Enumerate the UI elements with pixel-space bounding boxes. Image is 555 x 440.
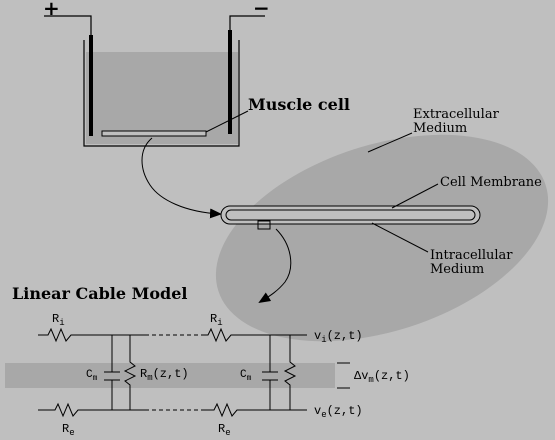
bath-fluid	[86, 52, 238, 144]
model-title: Linear Cable Model	[12, 284, 187, 303]
muscle-cell-leader	[205, 110, 249, 133]
cm-label-left: Cm	[86, 369, 98, 383]
cathode-electrode	[228, 30, 232, 134]
extracellular-label-line1: Extracellular	[413, 107, 500, 122]
re-label-left: Re	[62, 422, 75, 438]
capacitor-branch-1	[104, 335, 120, 410]
membrane-patch-box	[257, 220, 271, 230]
negative-terminal-sign: −	[253, 0, 270, 20]
cell-membrane-label: Cell Membrane	[440, 175, 542, 190]
zoom-arrow-to-model	[258, 228, 292, 304]
membrane-band	[5, 363, 335, 388]
cable-circuit	[38, 327, 350, 418]
anode-electrode	[89, 35, 93, 136]
muscle-cell-in-bath	[101, 130, 207, 137]
intracellular-leader	[371, 222, 429, 253]
membrane-resistor-2	[283, 335, 297, 410]
delta-vm-label: Δvm(z,t)	[354, 369, 410, 385]
anode-wire	[44, 15, 92, 35]
ve-label: ve(z,t)	[314, 404, 363, 420]
intracellular-label-line2: Medium	[430, 262, 484, 277]
cathode-wire	[229, 15, 265, 30]
ri-label-left: Ri	[52, 312, 65, 328]
delta-v-bracket	[337, 362, 350, 389]
beaker-outline	[83, 40, 240, 147]
extracellular-rail-left	[38, 402, 145, 418]
bath-beaker	[44, 15, 265, 147]
membrane-resistor-1	[123, 335, 137, 410]
re-label-right: Re	[218, 422, 231, 438]
extracellular-rail-right	[205, 402, 307, 418]
cell-membrane-leader	[391, 183, 439, 209]
cell-membrane-inner	[225, 209, 476, 221]
zoom-arrow-to-cell	[141, 137, 222, 219]
positive-terminal-sign: +	[43, 0, 60, 20]
intracellular-rail-right	[205, 327, 307, 343]
vi-label: vi(z,t)	[314, 329, 363, 345]
extracellular-label-line2: Medium	[413, 121, 467, 136]
rm-label: Rm(z,t)	[140, 367, 189, 383]
extracellular-leader	[367, 132, 413, 153]
intracellular-label-line1: Intracellular	[430, 248, 513, 263]
intracellular-rail-left	[38, 327, 145, 343]
capacitor-branch-2	[262, 335, 278, 410]
cm-label-right: Cm	[240, 369, 252, 383]
enlarged-muscle-cell	[220, 205, 481, 230]
extracellular-medium-region	[215, 134, 549, 342]
ri-label-right: Ri	[210, 312, 223, 328]
muscle-cell-label: Muscle cell	[248, 95, 350, 114]
